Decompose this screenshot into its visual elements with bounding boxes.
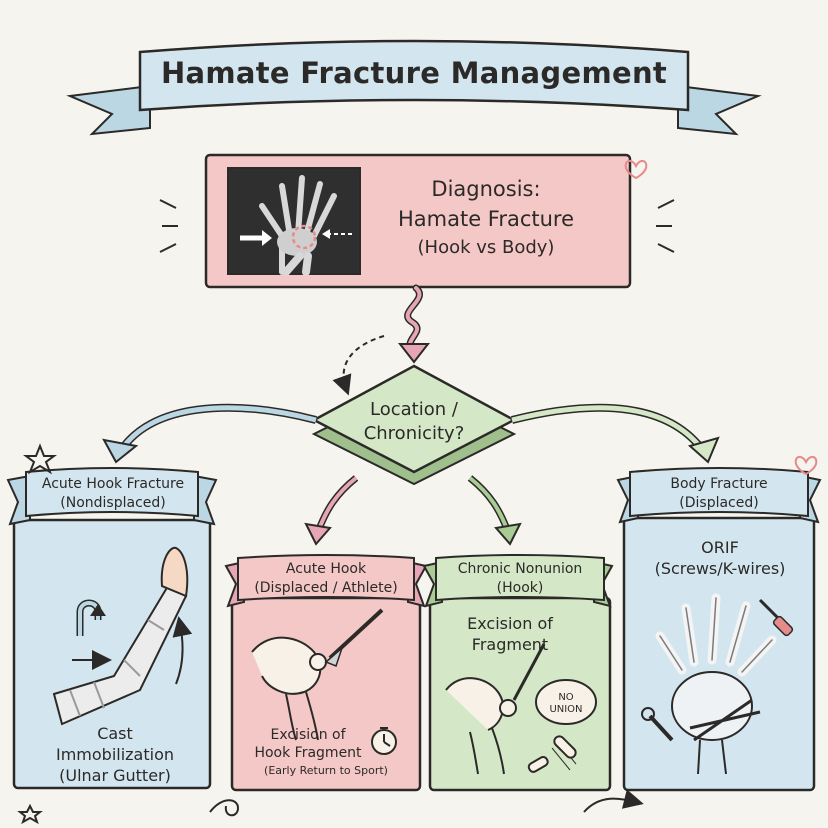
decision-diamond <box>311 364 517 486</box>
diagnosis-line-3: (Hook vs Body) <box>417 236 555 258</box>
branch-1-treatment-line-3: (Ulnar Gutter) <box>59 765 171 785</box>
diagnosis-line-1: Diagnosis: <box>431 177 541 201</box>
panel-acute-hook-displaced <box>224 554 428 792</box>
panel-acute-hook-nondisplaced <box>6 467 218 790</box>
branch-1-header-line-2: (Nondisplaced) <box>60 494 166 511</box>
branch-4-treatment-line-1: ORIF <box>701 538 739 557</box>
branch-1-header: Acute Hook Fracture (Nondisplaced) <box>30 475 196 513</box>
decision-line-1: Location / <box>370 399 458 420</box>
panel-body-fracture <box>616 467 822 792</box>
branch-4-treatment: ORIF (Screws/K-wires) <box>630 538 810 580</box>
panel-chronic-nonunion <box>422 554 614 792</box>
branch-2-header-line-1: Acute Hook <box>285 561 367 577</box>
branch-3-header-line-2: (Hook) <box>496 579 544 596</box>
branch-3-header-line-1: Chronic Nonunion <box>457 561 583 577</box>
branch-1-treatment: Cast Immobilization (Ulnar Gutter) <box>30 724 200 786</box>
title-ribbon <box>66 39 762 136</box>
branch-2-treatment-line-1: Excision of <box>270 727 346 743</box>
branch-2-header: Acute Hook (Displaced / Athlete) <box>244 560 408 598</box>
branch-1-treatment-line-2: Immobilization <box>55 744 175 764</box>
branch-1-header-line-1: Acute Hook Fracture <box>41 476 185 492</box>
branch-arrows <box>102 403 720 546</box>
branch-2-treatment-note: (Early Return to Sport) <box>264 764 388 777</box>
diagnosis-line-2: Hamate Fracture <box>397 207 575 232</box>
no-union-badge: NO UNION <box>549 692 583 715</box>
branch-3-treatment-line-1: Excision of <box>467 614 553 633</box>
branch-4-header-line-1: Body Fracture <box>670 476 768 492</box>
xray-image <box>227 167 361 276</box>
diagnosis-text: Diagnosis: Hamate Fracture (Hook vs Body… <box>366 174 606 261</box>
branch-2-header-line-2: (Displaced / Athlete) <box>254 579 398 596</box>
branch-3-header: Chronic Nonunion (Hook) <box>442 560 598 598</box>
decorations <box>17 160 818 825</box>
branch-3-treatment: Excision of Fragment <box>440 614 580 656</box>
branch-2-treatment-line-2: Hook Fragment <box>254 745 362 762</box>
branch-3-treatment-line-2: Fragment <box>471 634 549 654</box>
branch-1-treatment-line-1: Cast <box>97 724 133 743</box>
decision-line-2: Chronicity? <box>363 423 465 445</box>
decision-text: Location / Chronicity? <box>334 398 494 447</box>
branch-4-treatment-line-2: (Screws/K-wires) <box>654 558 786 578</box>
page-title: Hamate Fracture Management <box>160 56 668 90</box>
branch-4-header-line-2: (Displaced) <box>679 494 759 511</box>
branch-2-treatment: Excision of Hook Fragment <box>236 726 380 762</box>
branch-4-header: Body Fracture (Displaced) <box>638 475 800 513</box>
